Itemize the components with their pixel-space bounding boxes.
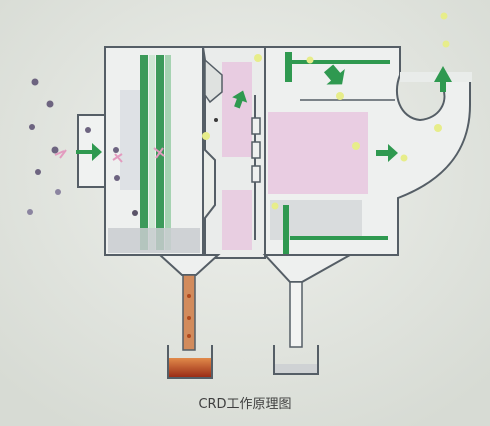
collected-oil	[169, 358, 211, 377]
mist-streak	[112, 153, 123, 163]
oil-drip	[187, 316, 191, 320]
clean-air-dot	[434, 124, 442, 132]
particle-dot	[51, 146, 59, 154]
filter-core	[149, 55, 155, 250]
particle-dot	[114, 175, 120, 181]
mist-zone-upper	[222, 62, 252, 157]
clean-air-dot	[442, 40, 450, 48]
hopper-left	[157, 254, 221, 276]
oil-cup-left	[167, 345, 213, 379]
clean-air-dot	[352, 142, 360, 150]
oil-cup-right	[273, 345, 319, 375]
collected-residue	[275, 364, 317, 373]
green-seal-left	[285, 52, 292, 82]
filter-bar-1	[140, 55, 148, 250]
particles	[27, 78, 218, 215]
clean-air-dot	[271, 202, 279, 210]
louver-1	[251, 117, 261, 135]
oil-drip	[187, 334, 191, 338]
cartridge-zone	[268, 112, 368, 194]
particle-dot	[27, 209, 33, 215]
mist-zone-lower	[222, 190, 252, 250]
internal-arrow-icon	[376, 144, 398, 162]
flow-arrows	[76, 64, 452, 162]
fine-filter-stage	[268, 52, 395, 255]
inner-baffle	[204, 58, 223, 104]
mist-streak	[153, 147, 165, 159]
diagram-caption: CRD工作原理图	[198, 397, 292, 412]
mist-streak	[54, 149, 67, 159]
clean-air-dot	[254, 54, 262, 62]
particle-dot	[85, 127, 91, 133]
internal-arrow-icon	[323, 64, 345, 85]
clean-air-dot	[336, 92, 344, 100]
left-sump	[108, 228, 200, 253]
filter-bar-3	[165, 55, 171, 250]
inlet-arrow-icon	[76, 143, 102, 161]
secondary-separation-stage	[204, 58, 261, 250]
drain-pipe-left	[182, 274, 196, 351]
baffle-plate	[120, 90, 140, 190]
particle-dot	[29, 124, 35, 130]
clean-air-dot	[306, 56, 314, 64]
clean-air-dot	[440, 12, 448, 20]
drain-pipe-right	[289, 281, 303, 348]
louver-3	[251, 165, 261, 183]
particle-dot	[46, 100, 54, 108]
particle-dot	[35, 169, 41, 175]
outlet-duct	[400, 72, 472, 82]
particle-dot	[31, 78, 39, 86]
clean-air-dot	[400, 154, 408, 162]
clean-air-dots	[202, 12, 450, 210]
particle-dot	[113, 147, 119, 153]
oil-drip	[187, 294, 191, 298]
settled-particle	[132, 210, 138, 216]
clean-air-dot	[202, 132, 210, 140]
transfer-arrow-icon	[232, 90, 248, 109]
louver-2	[251, 141, 261, 159]
outlet-arrow-icon	[434, 66, 452, 92]
green-seal-post	[283, 205, 289, 255]
particle-dot	[55, 189, 61, 195]
particle-dot	[214, 118, 218, 122]
drain-system	[157, 254, 354, 379]
